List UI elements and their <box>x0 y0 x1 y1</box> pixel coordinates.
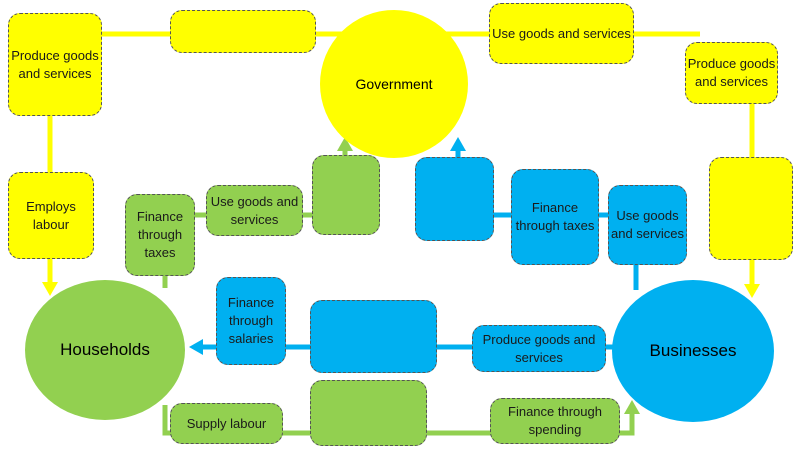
finance-through-salaries-box: Finance through salaries <box>216 277 286 365</box>
businesses-node: Businesses <box>612 280 774 422</box>
government-node: Government <box>320 10 468 158</box>
households-label: Households <box>60 340 150 359</box>
businesses-label: Businesses <box>649 341 737 360</box>
use-goods-box-green: Use goods and services <box>206 185 303 236</box>
arrow-to-households-blue-icon <box>189 339 203 355</box>
blank-box-green-lower <box>310 380 427 446</box>
finance-through-spending-box: Finance through spending <box>490 398 620 444</box>
produce-goods-box-left: Produce goods and services <box>8 13 102 116</box>
use-goods-box-top: Use goods and services <box>489 3 634 64</box>
arrow-to-businesses-green-icon <box>624 400 640 414</box>
blank-box-top <box>170 10 316 53</box>
blank-box-blue-upper <box>415 157 494 241</box>
employs-labour-box: Employs labour <box>8 172 94 259</box>
blank-box-green-upper <box>312 155 380 235</box>
produce-goods-box-blue: Produce goods and services <box>472 325 606 372</box>
government-label: Government <box>355 76 433 92</box>
households-node: Households <box>25 280 185 420</box>
blank-box-blue-middle <box>310 300 437 373</box>
use-goods-box-blue: Use goods and services <box>608 185 687 265</box>
finance-through-taxes-box-green: Finance through taxes <box>125 194 195 276</box>
finance-through-taxes-box-blue: Finance through taxes <box>511 169 599 265</box>
arrow-to-households-icon <box>42 282 58 296</box>
arrow-to-businesses-icon <box>744 284 760 298</box>
arrow-to-government-icon <box>337 137 353 151</box>
arrow-to-government-blue-icon <box>450 137 466 151</box>
blank-box-right <box>709 157 793 260</box>
produce-goods-box-right: Produce goods and services <box>685 42 778 104</box>
supply-labour-box: Supply labour <box>170 403 283 444</box>
